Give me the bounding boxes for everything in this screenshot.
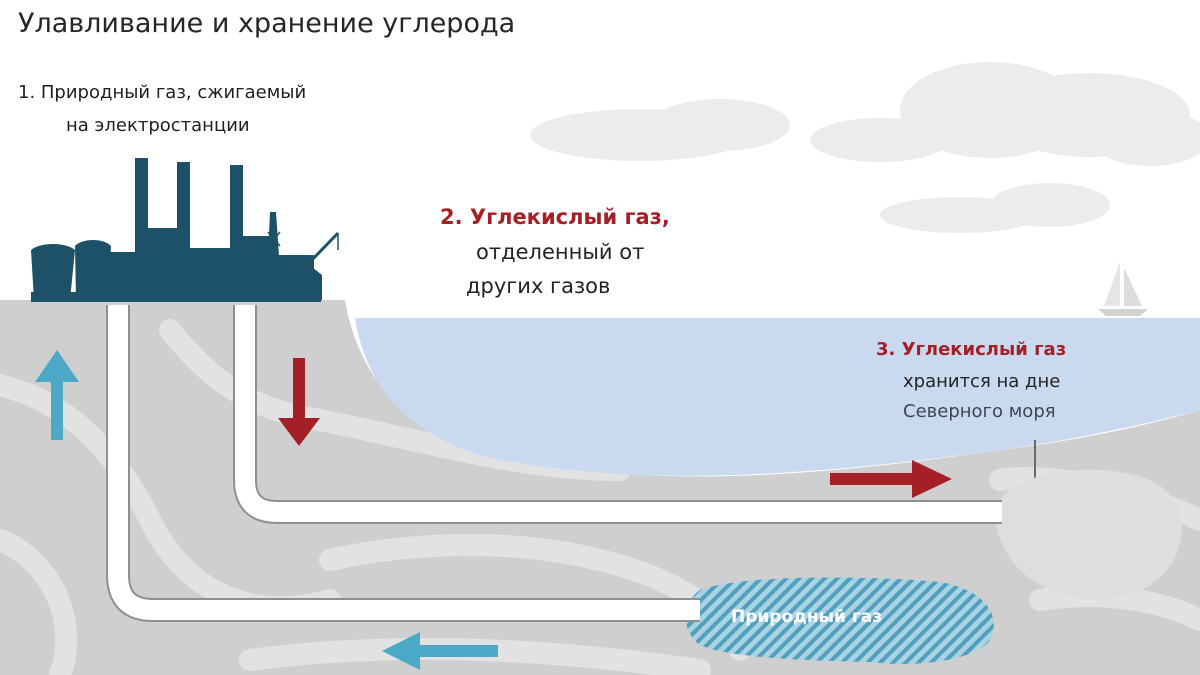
co2-storage-cavity [996, 469, 1182, 600]
step3-label-line3: Северного моря [903, 401, 1056, 422]
reservoir-label: Природный газ [731, 607, 883, 627]
co2-flow-arrow-down [278, 358, 320, 446]
step2-label-line1: 2. Углекислый газ, [440, 205, 670, 229]
step3-label-line1: 3. Углекислый газ [876, 339, 1067, 360]
step1-label-line2: на электростанции [66, 115, 250, 136]
sailboat-icon [1098, 262, 1148, 316]
gas-flow-arrow-up [35, 350, 79, 440]
cloud-icon [530, 62, 1200, 233]
gas-reservoir [685, 577, 994, 664]
sea [355, 318, 1200, 476]
co2-flow-arrow-right [830, 460, 952, 498]
step2-label-line2: отделенный от [476, 240, 645, 264]
power-plant-icon [31, 158, 340, 302]
gas-flow-arrow-left [382, 632, 498, 670]
step1-label-line1: 1. Природный газ, сжигаемый [18, 82, 307, 103]
step3-label-line2: хранится на дне [903, 371, 1061, 392]
step2-label-line3: других газов [466, 274, 611, 298]
diagram-title: Улавливание и хранение углерода [18, 8, 516, 39]
